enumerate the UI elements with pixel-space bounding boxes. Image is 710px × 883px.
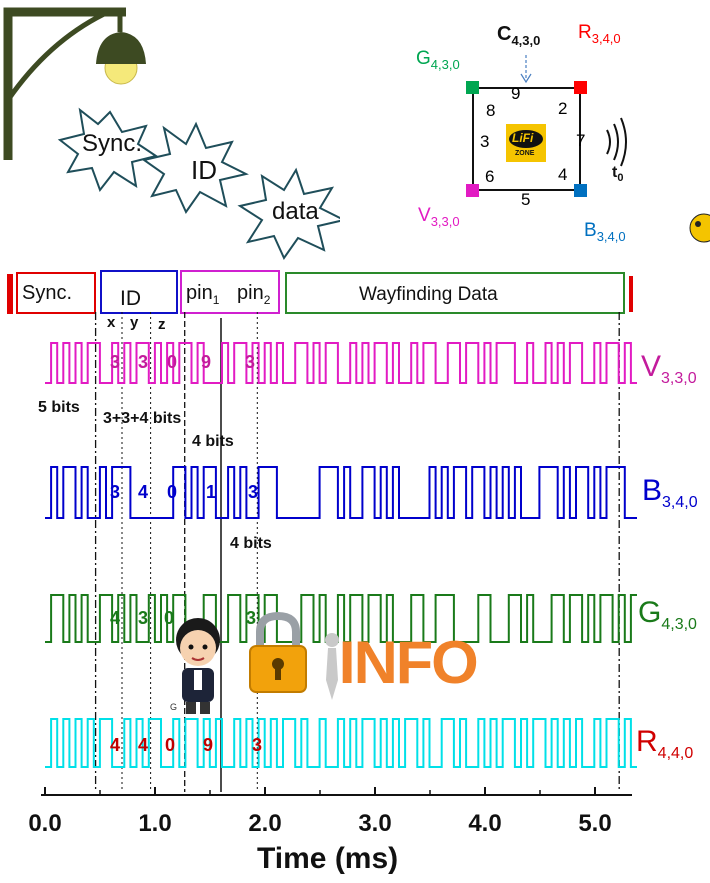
id-bits-label: 3+3+4 bits — [103, 410, 182, 427]
node-r-marker — [574, 81, 587, 94]
id-burst-icon — [141, 121, 249, 215]
id-digit-v: 9 — [201, 352, 212, 372]
edge-number: 6 — [485, 167, 495, 186]
x-tick-label: 2.0 — [248, 810, 281, 837]
y-field-label: y — [130, 314, 139, 331]
x-tick-label: 5.0 — [578, 810, 611, 837]
id-digit-b: 4 — [138, 482, 149, 502]
node-b-marker — [574, 184, 587, 197]
node-v-label: V3,3,0 — [418, 205, 460, 229]
center-node-label: C4,3,0 — [497, 23, 541, 48]
edge-number: 3 — [480, 132, 490, 151]
sticker-illustrations — [176, 611, 339, 714]
series-label-v: V3,3,0 — [641, 350, 697, 387]
frame-end-marker — [629, 276, 633, 312]
sync-burst-label: Sync. — [82, 130, 143, 157]
edge-number: 8 — [486, 101, 496, 120]
id-digit-r: 4 — [110, 735, 121, 755]
sync-burst-icon — [57, 107, 159, 193]
edge-number: 5 — [521, 190, 531, 209]
id-digit-v: 3 — [245, 352, 256, 372]
x-tick-label: 3.0 — [358, 810, 391, 837]
id-digit-g: 0 — [164, 608, 175, 628]
lifi-zone-text: ZONE — [515, 150, 535, 157]
x-tick-label: 0.0 — [28, 810, 61, 837]
time-axis: 0.0 1.0 2.0 3.0 4.0 5.0 — [28, 787, 632, 837]
sticker-small-text: G — [170, 702, 178, 712]
id-digit-g: 3 — [138, 608, 149, 628]
x-axis-label: Time (ms) — [257, 842, 399, 875]
node-b-label: B3,4,0 — [584, 220, 626, 244]
z-field-label: z — [158, 316, 166, 333]
wayfinding-field — [285, 272, 625, 314]
waveform-g — [45, 594, 637, 643]
node-g-marker — [466, 81, 479, 94]
lifi-zone-icon — [506, 124, 546, 162]
id-digit-g: 4 — [110, 608, 121, 628]
edge-number: 2 — [558, 99, 568, 118]
sync-field — [16, 272, 96, 314]
id-digit-r: 3 — [252, 735, 263, 755]
timing-markers — [94, 312, 620, 792]
pin-field — [180, 270, 280, 314]
pin1-bits-label: 4 bits — [192, 433, 234, 450]
frame-start-marker — [7, 274, 13, 314]
series-label-g: G4,3,0 — [638, 596, 697, 633]
data-burst-label: data — [272, 198, 319, 225]
user-character-icon — [176, 618, 220, 714]
signal-waves-icon — [606, 117, 627, 167]
sync-field-label: Sync. — [22, 282, 73, 304]
waveform-b — [45, 466, 637, 519]
pin2-label: pin2 — [237, 282, 271, 307]
id-digit-v: 3 — [138, 352, 149, 372]
node-g-label: G4,3,0 — [416, 48, 460, 72]
id-digit-r: 9 — [203, 735, 214, 755]
street-lamp-illustration — [3, 7, 340, 260]
lock-icon — [249, 611, 307, 693]
id-field — [100, 270, 178, 314]
edge-number: 7 — [576, 131, 586, 150]
waveform-r — [45, 718, 637, 768]
edge-number: 9 — [511, 84, 521, 103]
node-v-marker — [466, 184, 479, 197]
pin1-label: pin1 — [186, 282, 220, 307]
series-label-r: R4,4,0 — [636, 725, 694, 762]
id-digit-r: 4 — [138, 735, 149, 755]
character-peek-icon — [689, 213, 710, 243]
lifi-grid-diagram — [466, 55, 710, 243]
id-field-label: ID — [120, 287, 141, 310]
id-digit-b: 3 — [110, 482, 121, 502]
edge-number: 4 — [558, 165, 568, 184]
id-digit-b: 1 — [206, 482, 217, 502]
street-lamp-icon — [3, 7, 146, 160]
id-digit-v: 3 — [110, 352, 121, 372]
id-digit-g: 3 — [246, 608, 257, 628]
data-burst-icon — [237, 167, 340, 260]
waveforms — [45, 342, 637, 768]
id-digit-r: 0 — [165, 735, 176, 755]
pin2-bits-label: 4 bits — [230, 535, 272, 552]
id-digit-b: 0 — [167, 482, 178, 502]
node-r-label: R3,4,0 — [578, 22, 621, 46]
id-burst-label: ID — [191, 155, 217, 185]
id-digit-v: 0 — [167, 352, 178, 372]
info-sticker-text: INFO — [338, 629, 479, 696]
x-tick-label: 1.0 — [138, 810, 171, 837]
series-label-b: B3,4,0 — [642, 474, 698, 511]
info-figure-icon — [325, 633, 339, 700]
time-zero-label: t0 — [612, 164, 624, 185]
x-tick-label: 4.0 — [468, 810, 501, 837]
sync-bits-label: 5 bits — [38, 399, 80, 416]
id-digit-b: 3 — [248, 482, 259, 502]
waveform-v — [45, 342, 637, 384]
x-field-label: x — [107, 314, 116, 331]
lifi-brand-text: LiFi — [512, 131, 534, 145]
wayfinding-field-label: Wayfinding Data — [359, 284, 498, 305]
